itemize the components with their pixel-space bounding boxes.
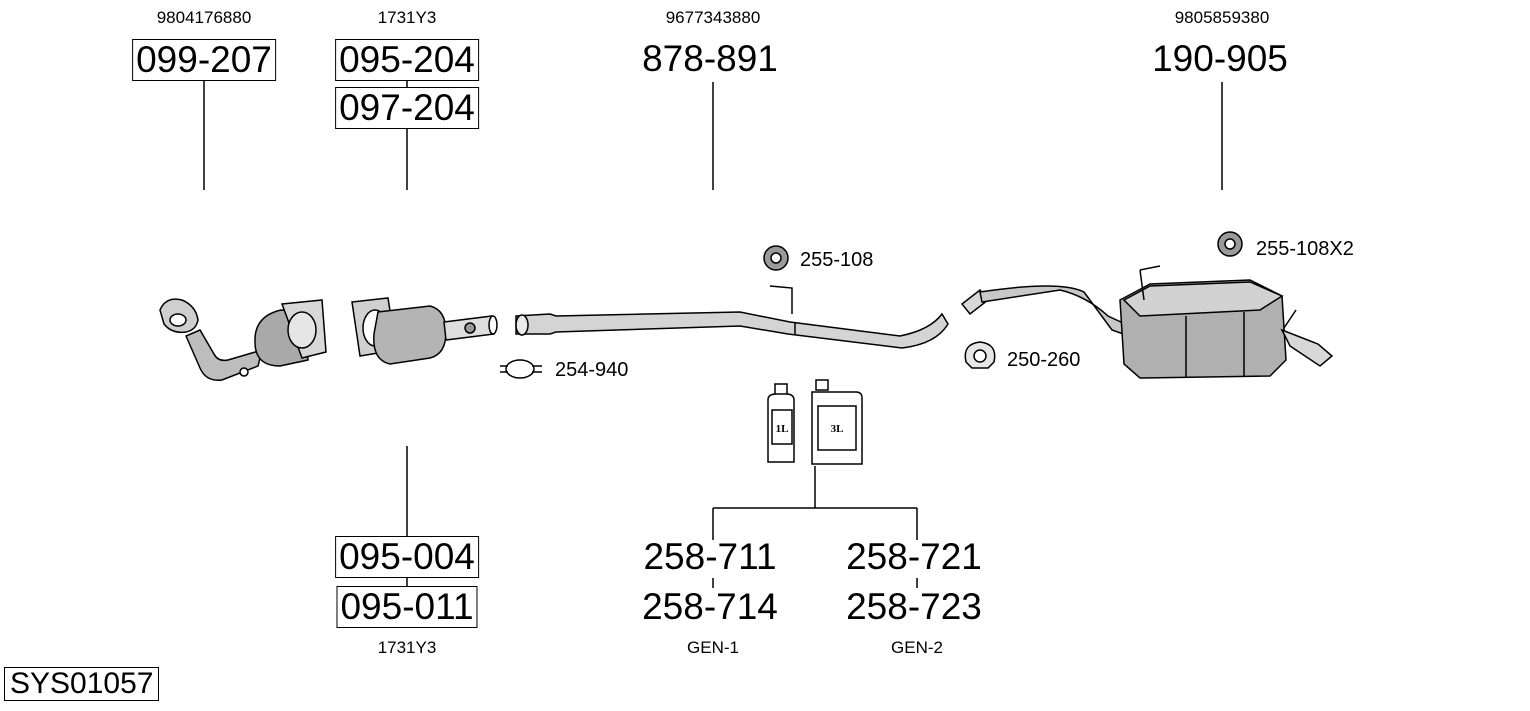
paste-canister-icon — [811, 379, 863, 465]
accessory-254-940[interactable]: 254-940 — [555, 359, 629, 381]
front-pipe-part — [159, 298, 327, 381]
part-number-258-721[interactable]: 258-721 — [846, 536, 982, 577]
clamp-icon — [964, 341, 996, 369]
system-id: SYS01057 — [4, 667, 160, 701]
oem-number: 9677343880 — [665, 8, 761, 27]
oem-number: 9805859380 — [1174, 8, 1270, 27]
part-number-097-204[interactable]: 097-204 — [335, 87, 479, 129]
part-number-878-891[interactable]: 878-891 — [642, 38, 778, 79]
rubber-mount-icon — [1217, 231, 1243, 257]
gen-label: GEN-2 — [891, 638, 943, 657]
accessory-255-108x2[interactable]: 255-108X2 — [1256, 238, 1354, 260]
catalyst-part — [351, 297, 498, 365]
rear-silencer-part — [960, 265, 1334, 379]
clamp-icon — [500, 359, 542, 379]
part-number-258-723[interactable]: 258-723 — [846, 586, 982, 627]
accessory-250-260[interactable]: 250-260 — [1007, 349, 1081, 371]
canister-large-label: 3L — [831, 423, 844, 435]
part-number-095-011[interactable]: 095-011 — [336, 586, 478, 628]
oem-number: 9804176880 — [156, 8, 252, 27]
middle-pipe-part — [515, 285, 949, 349]
oem-number: 1731Y3 — [377, 638, 437, 657]
bottle-small-label: 1L — [776, 423, 789, 435]
part-number-258-711[interactable]: 258-711 — [643, 536, 777, 577]
accessory-255-108[interactable]: 255-108 — [800, 249, 874, 271]
oem-number: 1731Y3 — [377, 8, 437, 27]
rubber-mount-icon — [763, 245, 789, 271]
part-number-095-004[interactable]: 095-004 — [335, 536, 479, 578]
gen-label: GEN-1 — [687, 638, 739, 657]
part-number-099-207[interactable]: 099-207 — [132, 39, 276, 81]
part-number-190-905[interactable]: 190-905 — [1152, 38, 1288, 79]
part-number-095-204[interactable]: 095-204 — [335, 39, 479, 81]
part-number-258-714[interactable]: 258-714 — [642, 586, 778, 627]
paste-bottle-icon — [767, 383, 795, 463]
